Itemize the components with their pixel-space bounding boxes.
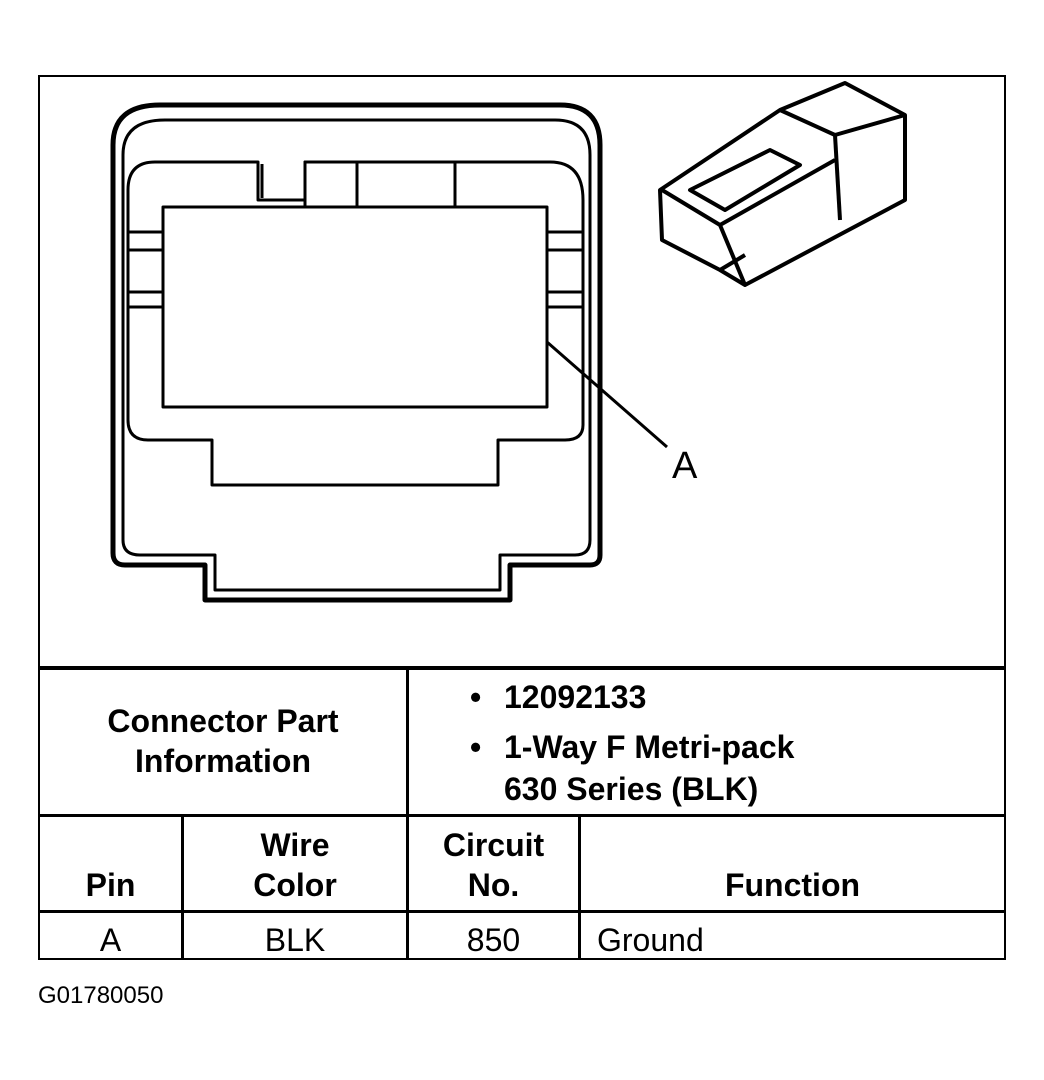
bullet-icon: • bbox=[470, 729, 482, 765]
circuit-column-divider bbox=[578, 815, 581, 960]
cell-function: Ground bbox=[597, 922, 704, 958]
cell-circuit: 850 bbox=[466, 922, 521, 958]
cell-pin: A bbox=[99, 922, 122, 958]
figure-code: G01780050 bbox=[38, 982, 164, 1009]
part-info-label: Connector Part Information bbox=[40, 668, 406, 814]
part-number: 12092133 bbox=[504, 679, 647, 715]
bullet-icon: • bbox=[470, 679, 482, 715]
part-info-label-line2: Information bbox=[135, 743, 311, 779]
pin-column-divider bbox=[181, 815, 184, 960]
header-color-label: Color bbox=[253, 867, 337, 903]
header-function: Function bbox=[581, 865, 1004, 905]
part-info-divider bbox=[406, 668, 409, 960]
cell-wire-color: BLK bbox=[264, 922, 326, 958]
connector-face-outline bbox=[110, 102, 603, 603]
diagram-frame bbox=[38, 75, 1006, 960]
part-description-line1: 1-Way F Metri-pack bbox=[504, 729, 795, 765]
header-wire-color: Wire Color bbox=[184, 825, 406, 905]
header-circuit-label: Circuit bbox=[442, 827, 545, 863]
connector-isometric-view bbox=[658, 81, 907, 287]
header-no-label: No. bbox=[467, 867, 520, 903]
header-bottom-border bbox=[38, 910, 1006, 913]
callout-label-a: A bbox=[672, 445, 698, 487]
part-info-bottom-border bbox=[38, 814, 1006, 817]
header-function-label: Function bbox=[724, 867, 861, 903]
part-info-list: • 12092133 • 1-Way F Metri-pack 630 Seri… bbox=[470, 676, 794, 810]
header-wire-label: Wire bbox=[260, 827, 330, 863]
callout-leader-line bbox=[546, 340, 668, 449]
list-item: • 1-Way F Metri-pack bbox=[470, 726, 794, 768]
part-info-label-line1: Connector Part bbox=[107, 703, 339, 739]
header-pin: Pin bbox=[40, 865, 181, 905]
header-circuit-no: Circuit No. bbox=[409, 825, 578, 905]
list-item: • 12092133 bbox=[470, 676, 794, 718]
table-top-border bbox=[38, 666, 1006, 670]
part-description-line2: 630 Series (BLK) bbox=[504, 771, 759, 807]
header-pin-label: Pin bbox=[85, 867, 136, 903]
connector-inner-outline bbox=[121, 118, 592, 592]
